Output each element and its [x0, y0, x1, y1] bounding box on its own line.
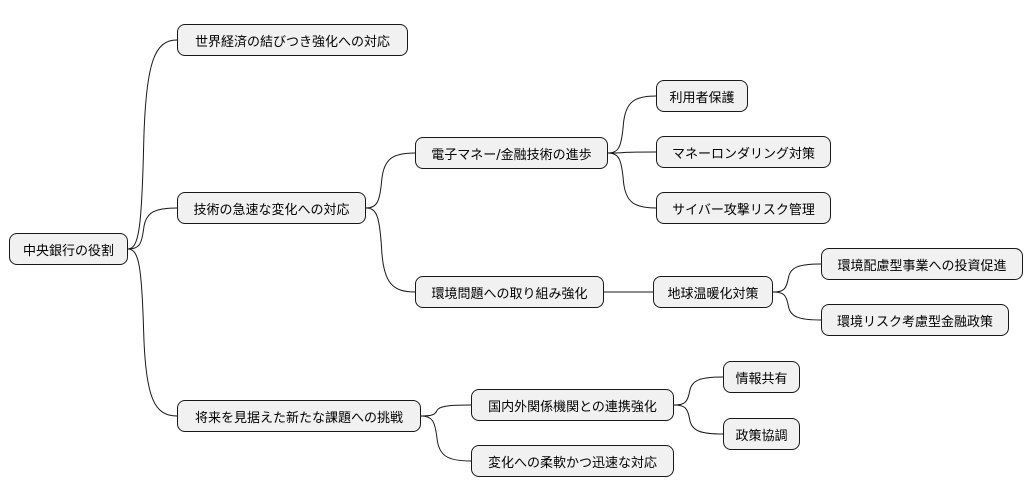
- connector-gw-e1: [772, 263, 822, 293]
- connector-b3-b3c1: [420, 404, 472, 417]
- connector-root-b1: [127, 39, 178, 250]
- connector-b2c1-l1: [607, 95, 657, 154]
- branch-global-economy: 世界経済の結びつき強化への対応: [177, 24, 408, 56]
- connector-b2-b2c2: [365, 207, 416, 293]
- connector-root-b3: [127, 248, 178, 417]
- leaf-anti-money-laundering: マネーロンダリング対策: [656, 136, 831, 168]
- node-flexible-response: 変化への柔軟かつ迅速な対応: [471, 445, 674, 477]
- leaf-user-protection: 利用者保護: [656, 80, 748, 112]
- connector-b2c1-l2: [607, 151, 657, 154]
- node-emoney-fintech: 電子マネー/金融技術の進歩: [415, 137, 608, 169]
- leaf-information-sharing: 情報共有: [723, 361, 800, 393]
- branch-future-challenges: 将来を見据えた新たな課題への挑戦: [177, 400, 421, 432]
- connector-b2-b2c1: [365, 152, 416, 209]
- connector-b3c1-l4: [673, 376, 724, 406]
- node-global-warming: 地球温暖化対策: [653, 276, 773, 308]
- branch-technology-change: 技術の急速な変化への対応: [177, 192, 366, 224]
- connector-b3-b3c2: [420, 415, 472, 462]
- connector-b3c1-l5: [673, 404, 724, 435]
- leaf-climate-monetary-policy: 環境リスク考慮型金融政策: [821, 304, 1009, 336]
- connector-gw-e2: [772, 291, 822, 321]
- leaf-policy-coordination: 政策協調: [723, 418, 800, 450]
- leaf-green-investment: 環境配慮型事業への投資促進: [821, 248, 1023, 280]
- connector-root-b2: [127, 207, 178, 250]
- node-cooperation: 国内外関係機関との連携強化: [471, 389, 674, 421]
- root-node-central-bank-role: 中央銀行の役割: [9, 233, 128, 265]
- connector-b2c1-l3: [607, 152, 657, 209]
- leaf-cyber-risk: サイバー攻撃リスク管理: [656, 192, 831, 224]
- node-environment: 環境問題への取り組み強化: [415, 276, 604, 308]
